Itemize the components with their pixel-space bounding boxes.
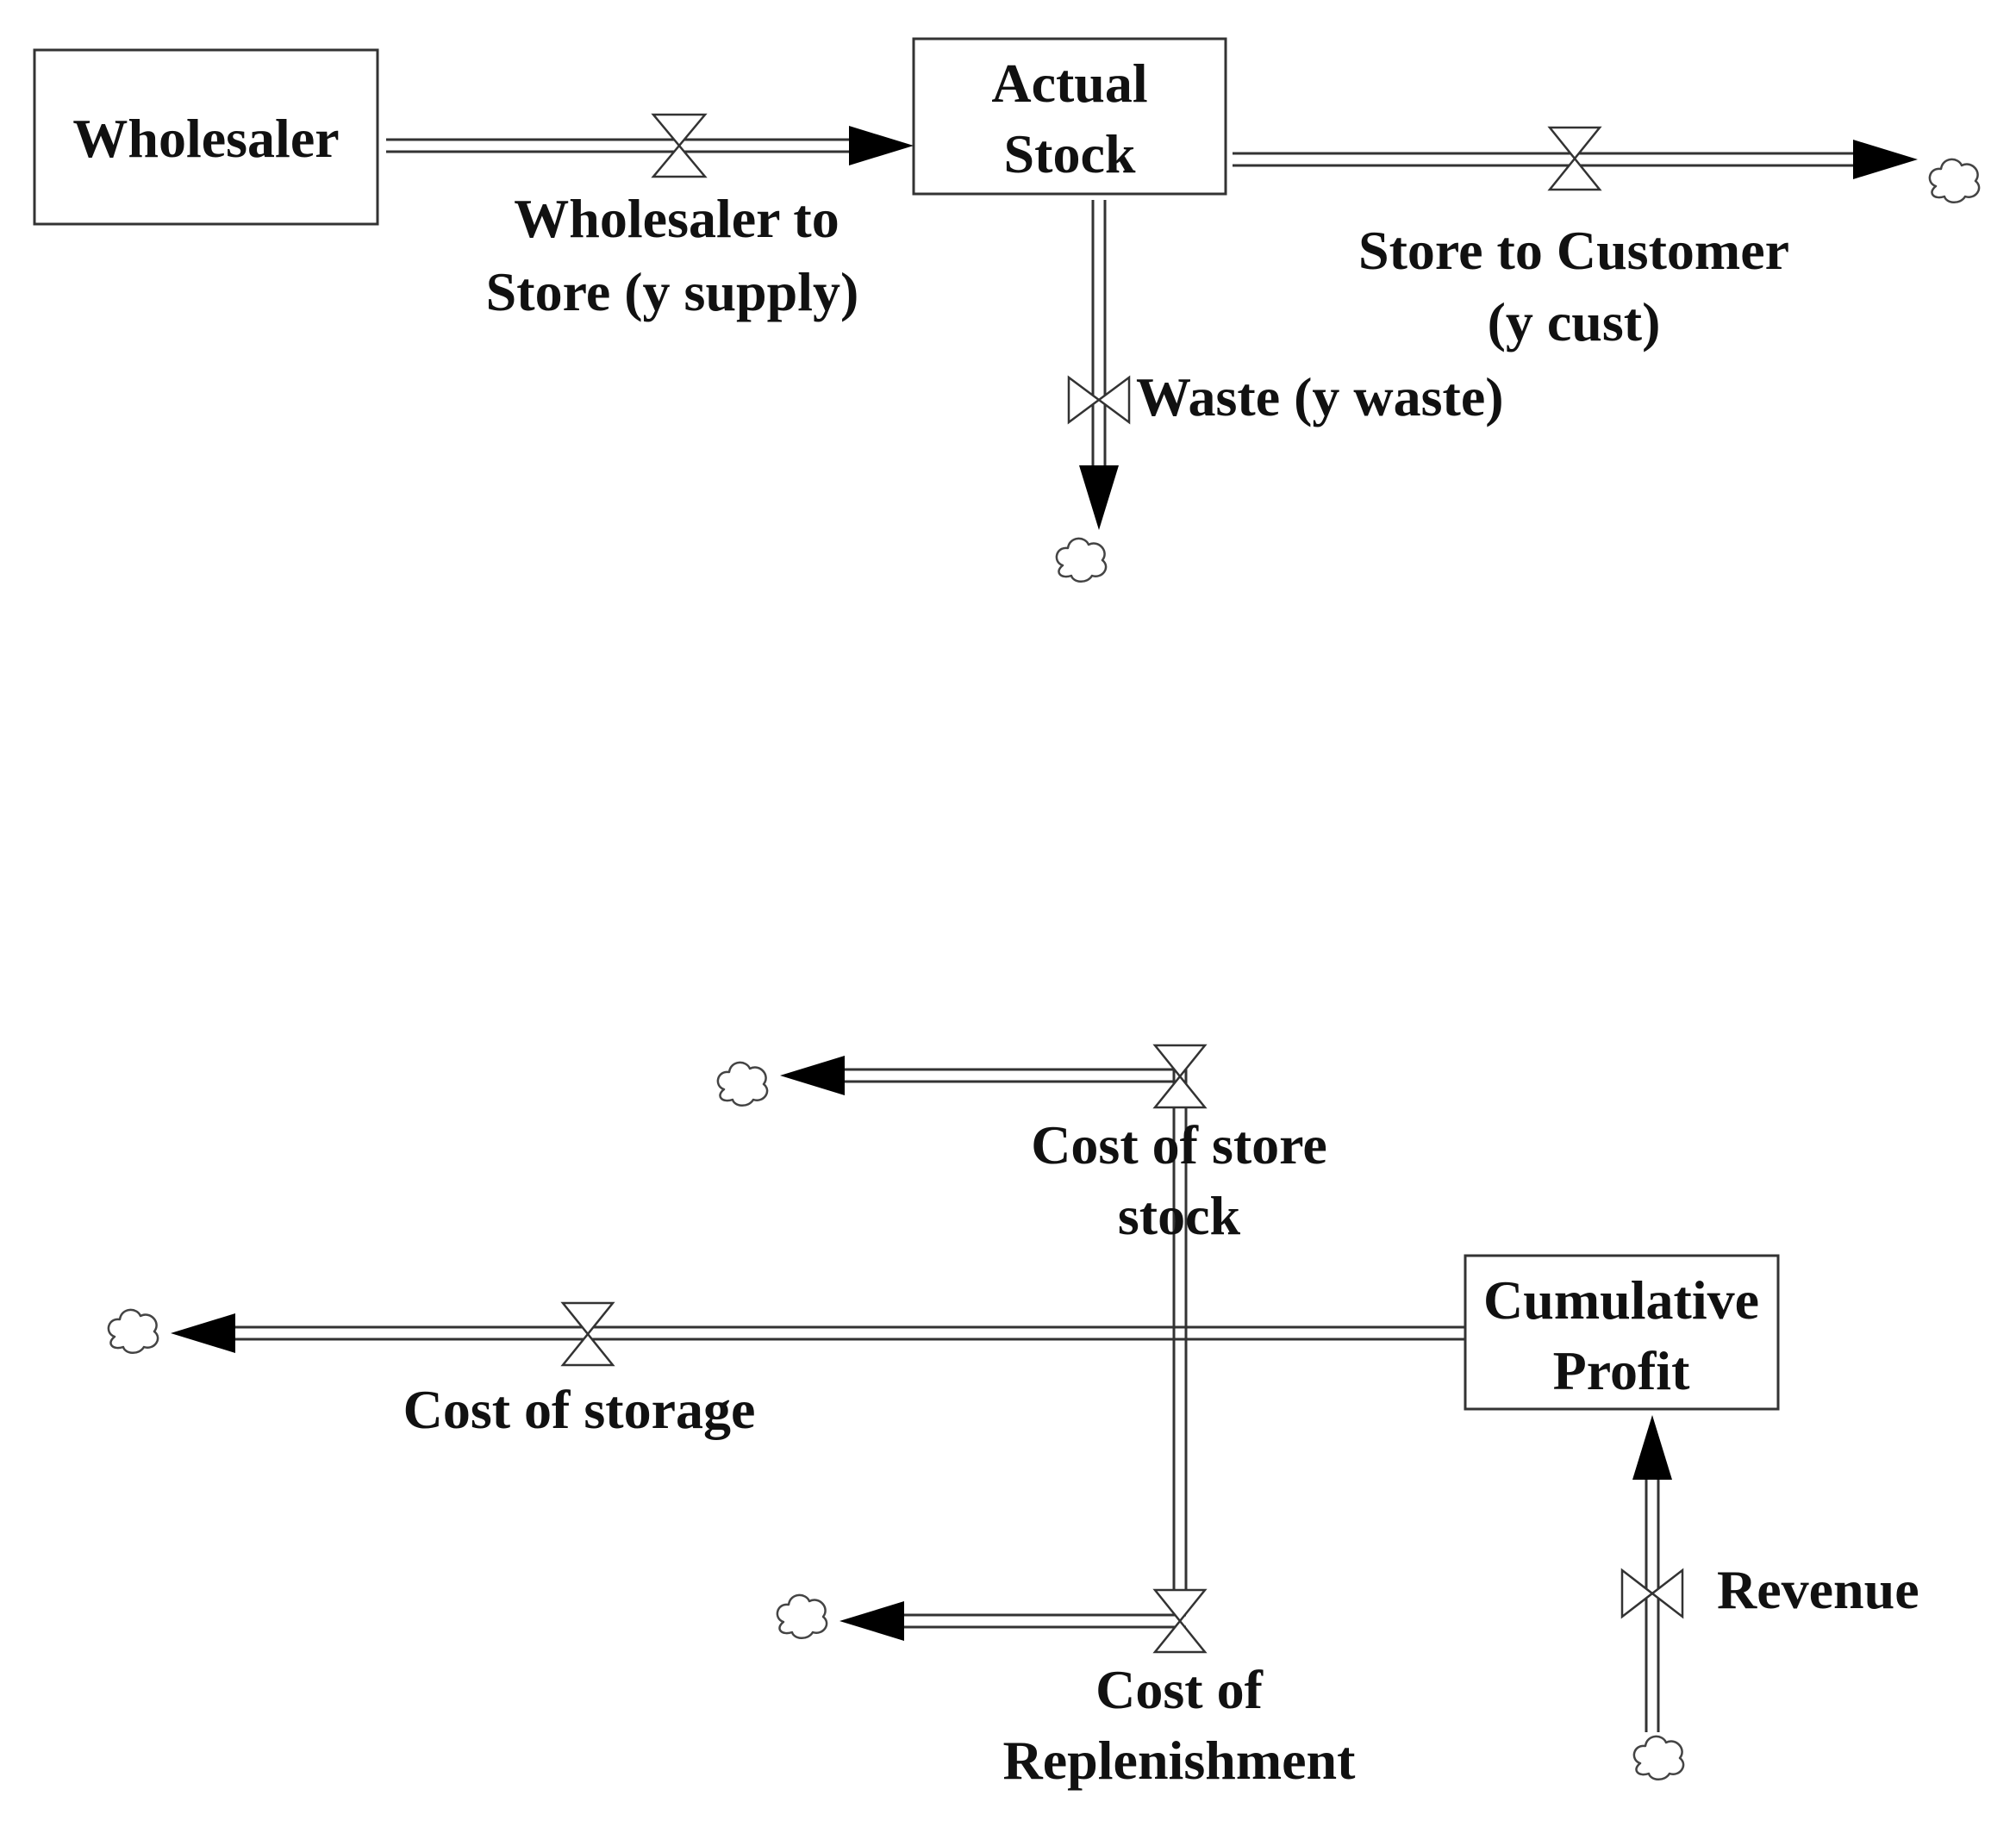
cost-of-store-stock-label-line1: Cost of store	[1031, 1114, 1327, 1175]
cost-of-replenishment-label-line1: Cost of	[1095, 1659, 1263, 1720]
valve-icon	[560, 1301, 615, 1367]
wholesaler-to-store-label-line2: Store (y supply)	[486, 261, 859, 322]
actual-stock-label-line1: Actual	[991, 53, 1147, 114]
flow-wholesaler-to-store: Wholesaler to Store (y supply)	[386, 113, 914, 322]
cumulative-profit-label-line1: Cumulative	[1483, 1269, 1759, 1331]
valve-icon	[1152, 1588, 1208, 1654]
store-to-customer-label-line2: (y cust)	[1488, 291, 1661, 352]
cost-of-replenishment-label-line2: Replenishment	[1003, 1730, 1357, 1791]
flow-arrowhead	[849, 126, 914, 165]
cumulative-profit-label-line2: Profit	[1553, 1340, 1690, 1401]
flow-revenue: Revenue	[1620, 1415, 1919, 1781]
cloud-sink-icon	[776, 1593, 828, 1640]
flow-cost-of-replenishment: Cost of Replenishment	[776, 1588, 1357, 1791]
cloud-sink-icon	[716, 1061, 769, 1107]
valve-icon	[1067, 375, 1131, 425]
cloud-source-icon	[1632, 1735, 1685, 1781]
actual-stock: Actual Stock	[912, 37, 1227, 196]
valve-icon	[651, 113, 708, 178]
cloud-sink-icon	[107, 1308, 159, 1355]
cloud-sink-icon	[1055, 537, 1108, 583]
flow-cost-of-store-stock: Cost of store stock	[716, 1044, 1327, 1246]
waste-label: Waste (y waste)	[1136, 366, 1504, 427]
revenue-label: Revenue	[1717, 1559, 1919, 1620]
cost-of-storage-label: Cost of storage	[403, 1379, 756, 1440]
wholesaler-to-store-label-line1: Wholesaler to	[514, 188, 839, 249]
flow-waste: Waste (y waste)	[1055, 200, 1504, 583]
flow-cost-of-storage: Cost of storage	[107, 1301, 1465, 1440]
wholesaler-stock: Wholesaler	[33, 48, 379, 226]
valve-icon	[1547, 126, 1602, 191]
cumulative-profit-stock: Cumulative Profit	[1464, 1254, 1780, 1411]
cloud-sink-icon	[1928, 158, 1981, 204]
flow-store-to-customer: Store to Customer (y cust)	[1233, 126, 1981, 352]
cost-of-store-stock-label-line2: stock	[1118, 1185, 1241, 1246]
flow-arrowhead	[1853, 140, 1918, 179]
flow-arrowhead	[171, 1313, 235, 1353]
flow-arrowhead	[839, 1601, 904, 1641]
flow-arrowhead	[1632, 1415, 1672, 1480]
flow-arrowhead	[1079, 465, 1119, 530]
valve-icon	[1620, 1568, 1684, 1619]
actual-stock-label-line2: Stock	[1004, 123, 1136, 184]
store-to-customer-label-line1: Store to Customer	[1358, 220, 1789, 281]
flow-arrowhead	[780, 1056, 845, 1095]
wholesaler-label: Wholesaler	[72, 108, 339, 169]
vertical-branch-pipe	[1172, 1058, 1188, 1612]
valve-icon	[1152, 1044, 1208, 1109]
